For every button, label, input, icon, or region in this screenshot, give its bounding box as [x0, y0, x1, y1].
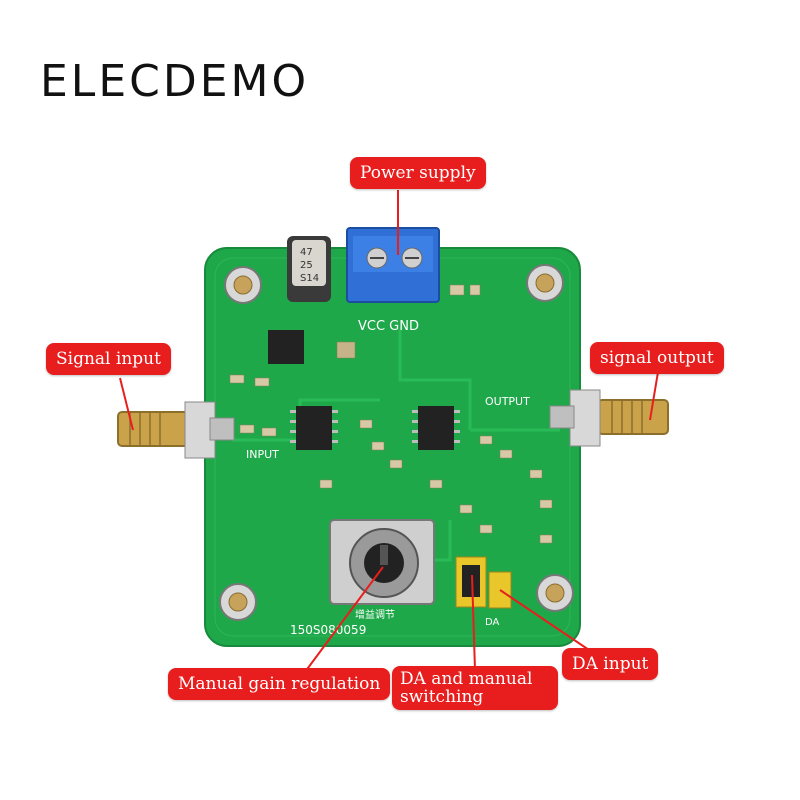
- callout-da-switching: DA and manual switching: [392, 666, 558, 710]
- silk-serial: 150S080059: [290, 623, 366, 637]
- silk-gain-label: 增益调节: [355, 608, 395, 621]
- svg-text:S14: S14: [300, 273, 319, 284]
- pointer-da-input: [499, 589, 593, 653]
- pointer-signal-input: [119, 377, 134, 431]
- svg-text:25: 25: [300, 260, 313, 271]
- mounting-screw-bottom-left: [219, 583, 257, 621]
- electrolytic-capacitor: 47 25 S14: [287, 236, 331, 302]
- silk-da-label: DA: [485, 617, 500, 628]
- silk-output: OUTPUT: [485, 395, 530, 408]
- brand-logo-text: ELECDEMO: [40, 56, 310, 107]
- mounting-screw-bottom-right: [536, 574, 574, 612]
- mounting-screw-top-left: [224, 266, 262, 304]
- jumper-header-switch: [455, 556, 487, 608]
- ic-chip-right: [418, 406, 454, 450]
- svg-text:47: 47: [300, 247, 313, 258]
- pointer-gain: [304, 566, 384, 673]
- pointer-switching: [471, 574, 476, 671]
- pointer-signal-output: [649, 371, 659, 421]
- silk-vcc-gnd: VCC GND: [358, 319, 419, 334]
- callout-signal-input: Signal input: [46, 343, 171, 375]
- gain-potentiometer: [329, 519, 435, 605]
- power-terminal-block: [346, 227, 440, 303]
- callout-power-supply: Power supply: [350, 157, 486, 189]
- silk-input: INPUT: [246, 448, 279, 461]
- ic-chip-u3: [268, 330, 304, 364]
- ic-chip-left: [296, 406, 332, 450]
- mounting-screw-top-right: [526, 264, 564, 302]
- sma-input-connector: [117, 401, 235, 459]
- callout-signal-output: signal output: [590, 342, 724, 374]
- sma-output-connector: [549, 389, 669, 447]
- callout-manual-gain: Manual gain regulation: [168, 668, 391, 700]
- callout-da-input: DA input: [562, 648, 659, 680]
